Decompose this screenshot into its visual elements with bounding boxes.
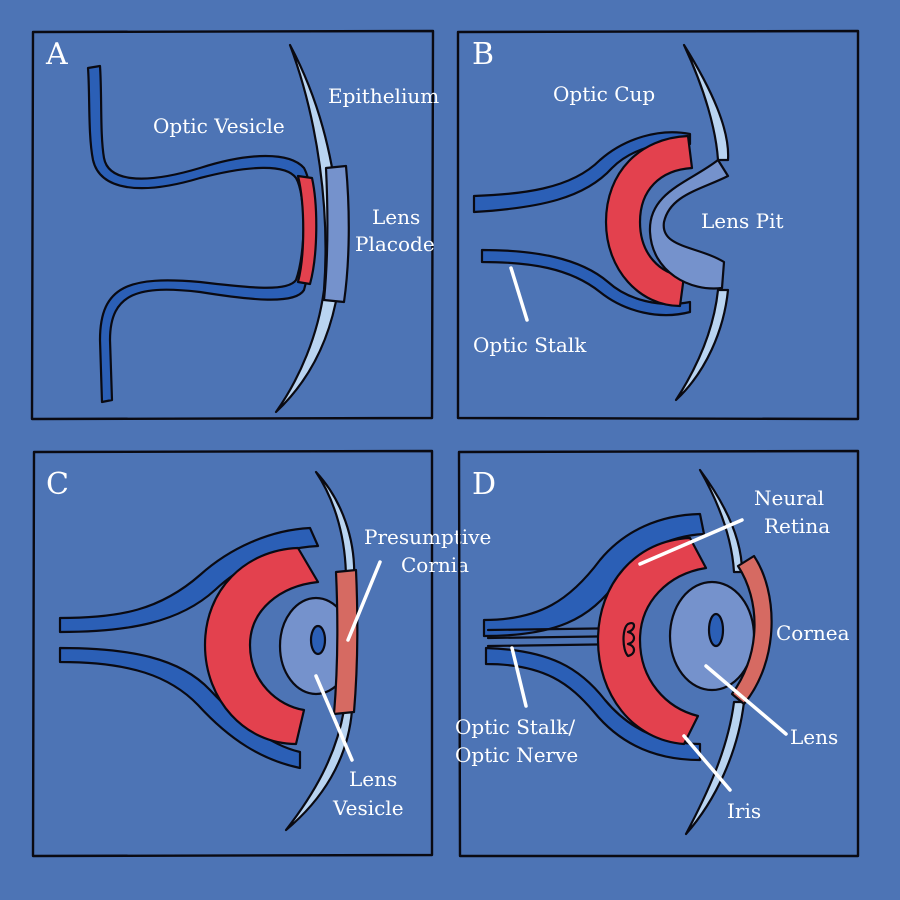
epithelium-d-lower-shape [684,700,746,836]
epithelium-c-shape [314,470,356,582]
lens-vesicle-cavity [309,624,327,656]
panel-a: A Optic Vesicle Epithelium Lens Placode [30,29,439,421]
leader-lens-vesicle [314,674,354,762]
optic-stalk-c-lower-shape [58,646,302,770]
label-lens-placode-1: Lens [372,205,420,229]
label-iris: Iris [727,799,761,823]
leader-optic-nerve [510,646,528,708]
label-lens-vesicle-2: Vesicle [332,796,404,820]
panel-a-letter: A [45,37,68,72]
panel-d-letter: D [472,467,496,502]
label-optic-vesicle: Optic Vesicle [153,114,285,138]
optic-stalk-shape [480,248,692,317]
lens-placode-shape [322,164,350,304]
epithelium-b-shape [682,43,730,162]
panel-c-frame [31,449,434,858]
label-cornea: Cornea [776,621,850,645]
panel-b-letter: B [472,37,494,72]
optic-disc [622,622,636,658]
panel-d: D Neural Retina Cornea Lens Iris Optic S… [455,449,860,858]
optic-cup-retina [604,134,694,308]
leader-neural-retina [638,518,744,566]
label-lens: Lens [790,725,838,749]
lens-core [707,612,725,648]
panel-c: C Presumptive Cornia Lens Vesicle [31,449,491,858]
label-presumptive-cornia-1: Presumptive [364,525,491,549]
leader-iris [682,734,732,792]
presumptive-cornea-shape [332,568,359,716]
label-lens-vesicle-1: Lens [349,767,397,791]
panel-a-frame [30,29,435,421]
optic-vesicle-shape [86,64,314,404]
optic-stalk-c-shape [58,526,320,634]
label-optic-cup: Optic Cup [553,82,655,106]
epithelium-b-lower-shape [674,288,730,402]
label-presumptive-cornia-2: Cornia [401,553,469,577]
label-lens-placode-2: Placode [355,232,435,256]
leader-presumptive-cornia [346,560,382,642]
panel-b: B Optic Cup Lens Pit Optic Stalk [456,29,860,421]
label-neural-retina-2: Retina [764,514,830,538]
label-optic-stalk: Optic Stalk [473,333,587,357]
label-neural-retina-1: Neural [754,486,824,510]
label-optic-nerve-1: Optic Stalk/ [455,715,575,739]
neural-retina-shape [596,536,708,746]
panel-c-letter: C [46,467,69,502]
label-epithelium: Epithelium [328,84,439,108]
label-lens-pit: Lens Pit [701,209,784,233]
optic-cup-c-retina [203,546,320,746]
cornea-shape [730,554,773,706]
panel-d-frame [457,449,860,858]
epithelium-d-shape [698,468,744,574]
lens-pit-shape [648,158,730,290]
leader-optic-stalk [509,266,529,322]
optic-vesicle-tip [296,174,318,286]
optic-nerve-shape [482,512,706,638]
label-optic-nerve-2: Optic Nerve [455,743,578,767]
optic-nerve-lower-shape [484,646,702,762]
leader-lens [704,664,788,736]
panel-b-frame [456,29,860,421]
